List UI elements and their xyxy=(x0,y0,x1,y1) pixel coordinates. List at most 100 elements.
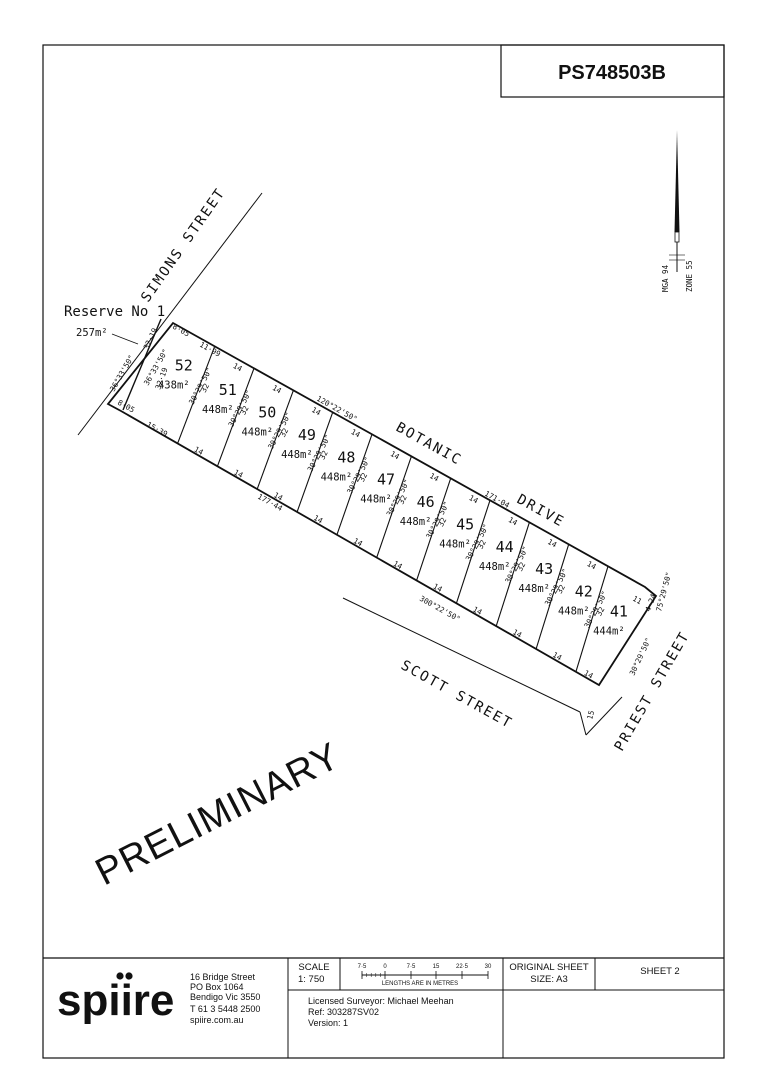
street-simons: SIMONS STREET xyxy=(138,185,229,305)
lot-boundary-line xyxy=(256,390,294,490)
subdivision-parcel xyxy=(106,318,658,687)
lot-rear-frontage: 14 xyxy=(551,650,564,662)
scale-tick-5: 30 xyxy=(485,964,492,970)
lot-frontage: 14 xyxy=(507,515,520,527)
simons-street-line xyxy=(77,192,263,436)
lot-number: 42 xyxy=(575,583,593,601)
lot-number: 49 xyxy=(298,426,316,444)
lot41-front: 11 xyxy=(631,594,643,606)
lot-side-depth: 32 xyxy=(515,561,527,573)
company-logo: spiire xyxy=(57,976,174,1025)
street-drive: DRIVE xyxy=(514,492,567,531)
company-phone: T 61 3 5448 2500 xyxy=(190,1004,260,1014)
company-address-1: 16 Bridge Street xyxy=(190,972,256,982)
lot-rear-frontage: 14 xyxy=(392,559,405,571)
company-address-3: Bendigo Vic 3550 xyxy=(190,992,260,1002)
lot-rear-frontage: 14 xyxy=(511,627,524,639)
lot-number: 45 xyxy=(456,516,474,534)
lot-area: 438m² xyxy=(158,379,190,391)
lot-rear-frontage: 14 xyxy=(582,668,595,680)
lot-boundary-line xyxy=(575,566,609,672)
scale-tick-1: 0 xyxy=(383,964,387,970)
scale-tick-0: 7·5 xyxy=(358,964,367,970)
lot-frontage: 14 xyxy=(271,383,284,395)
lot-boundary-line xyxy=(177,346,216,444)
lot-area: 448m² xyxy=(439,539,471,551)
lot-boundary-line xyxy=(535,544,570,650)
lot-frontage: 14 xyxy=(546,537,559,549)
lot-rear-frontage: 14 xyxy=(432,582,445,594)
company-website: spiire.com.au xyxy=(190,1015,244,1025)
lot-area: 448m² xyxy=(281,449,313,461)
scale-units: LENGTHS ARE IN METRES xyxy=(382,981,458,987)
lot-side-depth: 32 xyxy=(594,605,606,617)
lot-area: 448m² xyxy=(241,427,273,439)
lot-boundary-line xyxy=(336,434,373,535)
lot-side-depth: 32 xyxy=(436,516,448,528)
lot-side-depth: 32 xyxy=(555,583,567,595)
lot-side-depth: 32 xyxy=(199,382,211,394)
sheet-border xyxy=(42,44,725,1059)
scale-tick-3: 15 xyxy=(433,964,440,970)
lot-side-depth: 32 xyxy=(357,471,369,483)
lot-area: 448m² xyxy=(360,494,392,506)
street-botanic: BOTANIC xyxy=(393,420,465,469)
sheet-number: SHEET 2 xyxy=(640,966,679,977)
north-arrow-icon xyxy=(669,130,685,272)
reserve-label: Reserve No 1 xyxy=(64,304,165,320)
lot-number: 44 xyxy=(496,538,514,556)
reserve-leader xyxy=(111,333,139,345)
plan-number-box xyxy=(500,44,725,98)
lot-frontage: 14 xyxy=(349,427,362,439)
lot-number: 50 xyxy=(258,404,276,422)
north-datum: MGA 94 xyxy=(661,264,670,292)
lot-frontage: 14 xyxy=(428,471,441,483)
lot-frontage: 14 xyxy=(389,449,402,461)
lot-area: 448m² xyxy=(558,606,590,618)
lot-boundary-line xyxy=(296,412,334,513)
rear-bearing: 300°22'50" xyxy=(418,594,462,624)
lot-number: 41 xyxy=(610,602,628,620)
lot-frontage: 14 xyxy=(467,493,480,505)
priest-street-line xyxy=(585,696,623,736)
lot-area: 448m² xyxy=(321,471,353,483)
scale-tick-4: 22·5 xyxy=(456,964,469,970)
lot-rear-frontage: 14 xyxy=(232,468,245,480)
lot-number: 48 xyxy=(337,448,355,466)
lot-rear-frontage: 14 xyxy=(352,536,365,548)
lot-area: 448m² xyxy=(400,516,432,528)
scale-tick-2: 7·5 xyxy=(407,964,416,970)
corner-bearing: 75°29'50" xyxy=(654,571,673,613)
sheet-size: SIZE: A3 xyxy=(530,974,568,985)
surveyor: Licensed Surveyor: Michael Meehan xyxy=(308,996,454,1006)
logo-dots-icon xyxy=(116,972,133,980)
lot-side-depth: 32 xyxy=(476,538,488,550)
lot-frontage: 14 xyxy=(310,405,323,417)
lot-frontage: 14 xyxy=(231,361,244,373)
lot-area: 444m² xyxy=(593,625,625,637)
reserve-bottom: 8·05 xyxy=(116,398,136,415)
lot52-front: 11·99 xyxy=(198,340,222,359)
lot-area: 448m² xyxy=(202,404,234,416)
parcel-outline xyxy=(106,321,658,687)
scott-street-line xyxy=(342,597,581,713)
north-zone: ZONE 55 xyxy=(685,260,694,292)
preliminary-watermark: PRELIMINARY xyxy=(89,735,347,894)
lot-rear-frontage: 14 xyxy=(193,445,206,457)
lot-side-depth: 32 xyxy=(318,449,330,461)
priest-side-bearing: 30°29'50" xyxy=(628,636,653,677)
lot-number: 52 xyxy=(175,356,193,374)
scale-label: SCALE xyxy=(298,962,329,973)
lot-area: 448m² xyxy=(518,583,550,595)
lot-rear-frontage: 14 xyxy=(312,513,325,525)
lot-area: 448m² xyxy=(479,561,511,573)
lot-boundary-line xyxy=(376,456,412,558)
lot-number: 43 xyxy=(535,560,553,578)
lot-number: 47 xyxy=(377,471,395,489)
scott-street-line-end xyxy=(579,711,587,736)
lot-boundaries xyxy=(177,346,609,672)
lot-boundary-line xyxy=(455,500,491,604)
lot-boundary-line xyxy=(495,522,530,627)
reference: Ref: 303287SV02 xyxy=(308,1007,379,1017)
